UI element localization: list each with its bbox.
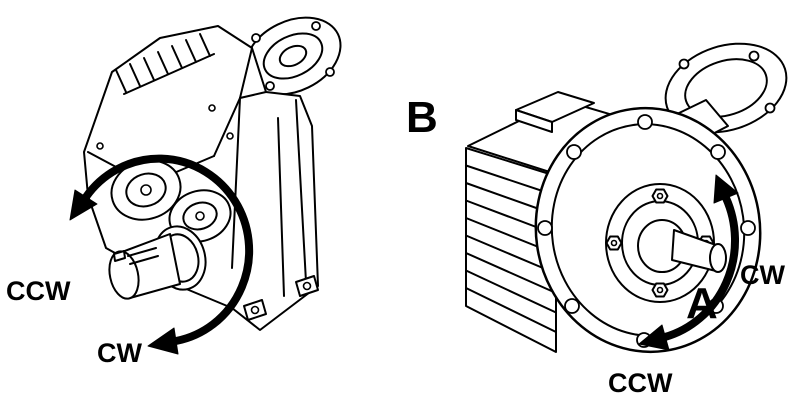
output-shaft-right	[671, 229, 727, 273]
cw-arrowhead	[147, 327, 179, 355]
right-gearmotor-drawing: B CW A CCW	[406, 42, 788, 398]
output-flange	[534, 106, 762, 354]
terminal-box	[515, 91, 595, 133]
rotation-arrow-left	[69, 154, 254, 355]
rear-flange	[647, 42, 788, 157]
label-side-a: A	[686, 279, 718, 328]
rotation-arc	[661, 194, 739, 341]
hub-bolts	[605, 188, 715, 298]
rotation-arc	[82, 154, 254, 345]
cw-arrowhead	[713, 174, 739, 204]
label-cw-right: CW	[740, 260, 785, 290]
ccw-arrowhead	[69, 189, 98, 221]
cooling-fins	[115, 33, 215, 95]
output-shaft	[108, 225, 207, 300]
bearing-bosses	[110, 159, 232, 243]
hub	[605, 183, 715, 303]
mounting-lugs	[243, 275, 319, 321]
label-cw-left: CW	[97, 338, 142, 368]
left-gearmotor-drawing: CCW CW	[6, 16, 342, 368]
input-flange	[244, 16, 342, 96]
label-ccw-right: CCW	[608, 368, 673, 398]
label-ccw-left: CCW	[6, 276, 71, 306]
cover-screws	[96, 104, 234, 150]
ccw-arrowhead	[638, 324, 670, 351]
label-side-b: B	[406, 93, 438, 142]
input-flange-bolt-holes	[251, 21, 335, 91]
shaft-keyway	[113, 247, 159, 265]
rotation-arrow-right	[638, 174, 739, 351]
